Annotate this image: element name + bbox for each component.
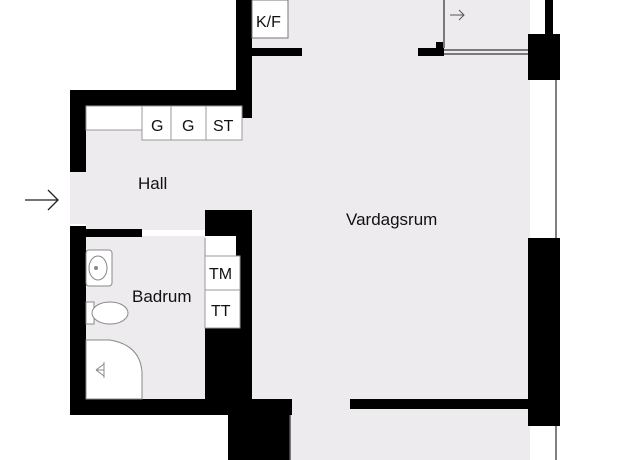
- cabinet-g1-box: [141, 105, 172, 141]
- shower-icon: [85, 339, 143, 400]
- room-label-badrum: Badrum: [132, 287, 192, 306]
- cabinet-st-label: ST: [213, 118, 234, 135]
- tm-box: [204, 255, 241, 291]
- kitchen-cabinet-box: [251, 0, 289, 39]
- kitchen-entry-arrow: [450, 9, 465, 21]
- entrance-arrow: [25, 189, 59, 211]
- room-label-vardagsrum: Vardagsrum: [346, 210, 437, 229]
- sink-drain: [94, 266, 98, 270]
- kitchen-entry-arrow-head: [458, 9, 465, 21]
- wall-hall-top: [70, 90, 252, 106]
- cabinet-g2-box: [170, 105, 207, 141]
- wall-bath-top-left: [86, 229, 142, 237]
- cabinet-g1-label: G: [151, 118, 163, 135]
- wall-bottom-block: [228, 399, 290, 460]
- cabinet-g2-label: G: [182, 118, 194, 135]
- wall-bottom-right: [350, 399, 530, 409]
- shower-tray: [85, 339, 143, 400]
- walls: [70, 0, 560, 460]
- wall-hall-left-lower: [70, 226, 86, 414]
- laundry-appliances: TM TT: [204, 238, 241, 329]
- cabinet-st-box: [205, 105, 243, 141]
- toilet-bowl: [91, 301, 129, 325]
- sink-icon: [85, 249, 113, 287]
- tt-label: TT: [211, 303, 231, 320]
- exterior-lines: [289, 0, 557, 460]
- wall-right-top: [528, 34, 560, 80]
- wall-partition-stub: [436, 42, 443, 56]
- floor-main: [252, 0, 530, 460]
- kitchen-cabinet: K/F: [251, 0, 289, 39]
- wall-kitchen-bottom: [236, 48, 302, 56]
- floor-entrance: [70, 172, 90, 224]
- wall-kitchen-left: [236, 0, 252, 118]
- hall-cabinets: G G ST: [85, 105, 243, 141]
- wall-right-edge-top: [545, 0, 553, 34]
- hall-shelf: [85, 105, 143, 131]
- wall-bath-right-lower: [205, 328, 252, 408]
- tm-label: TM: [209, 266, 232, 283]
- floor-bottom-corridor: [290, 400, 530, 460]
- wall-hall-left-upper: [70, 90, 86, 172]
- toilet-icon: [85, 301, 129, 325]
- tt-box: [204, 289, 241, 329]
- wall-partition-top: [418, 48, 444, 56]
- room-label-hall: Hall: [138, 174, 167, 193]
- entrance-arrow-head: [47, 189, 59, 211]
- wall-right-middle: [528, 238, 560, 426]
- shower-head: [95, 362, 105, 378]
- kitchen-label: K/F: [256, 14, 281, 31]
